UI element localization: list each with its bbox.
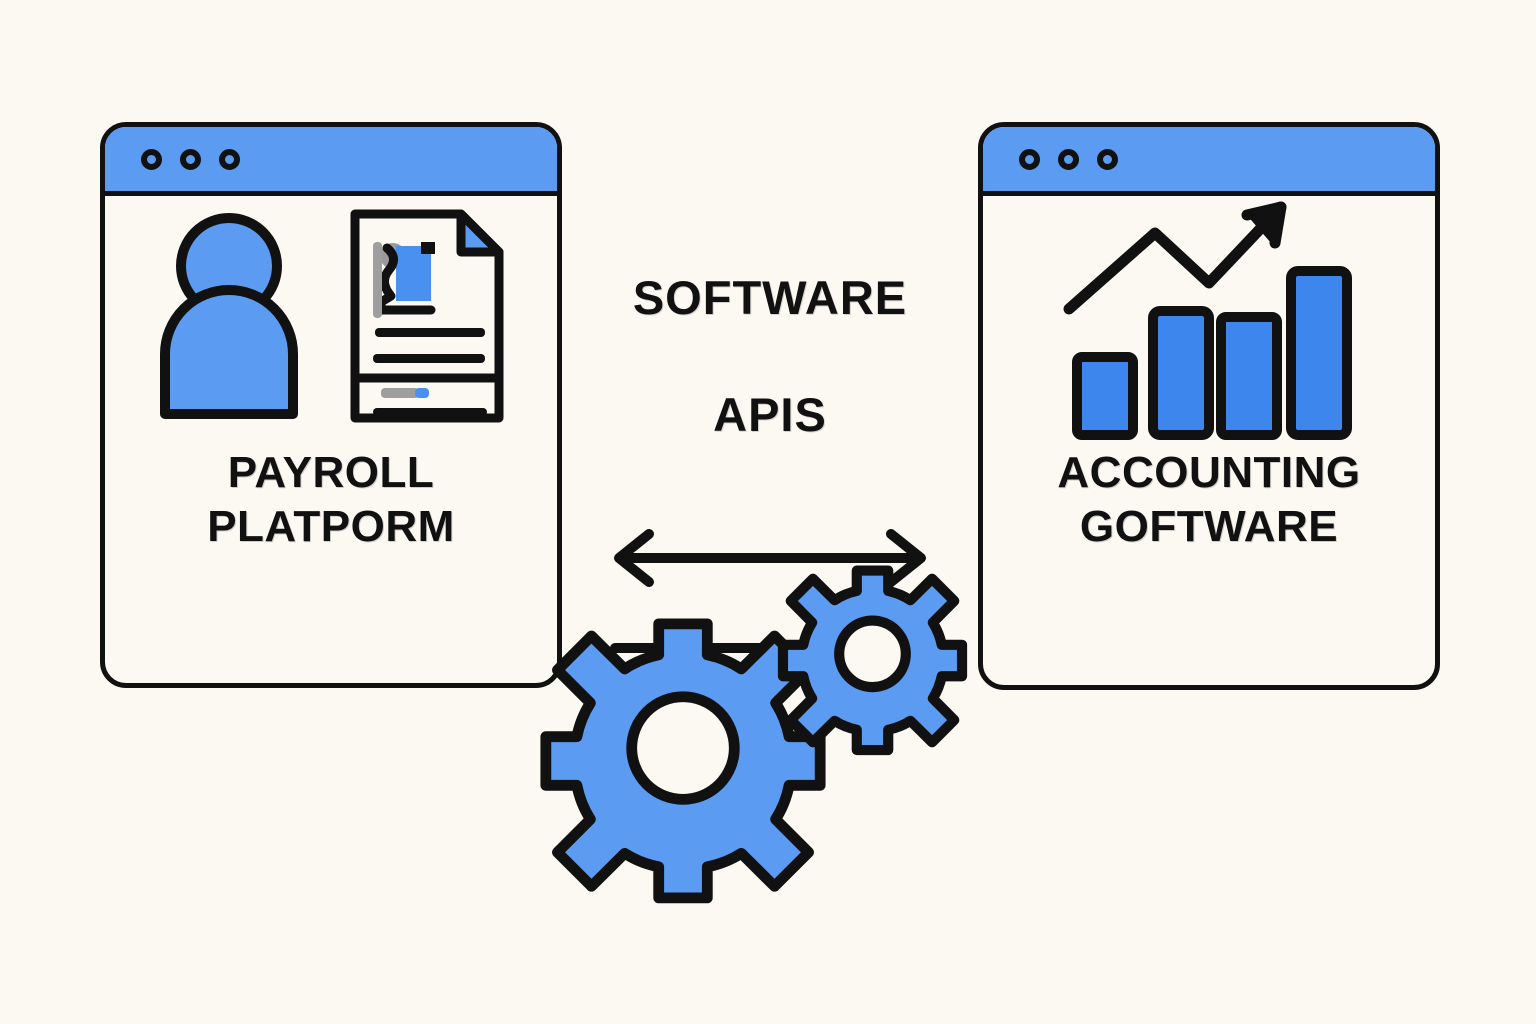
window-dot-2-icon[interactable] <box>180 148 201 170</box>
document-grey-bar <box>381 388 419 398</box>
accounting-window-body: ACCOUNTING GOFTWARE <box>983 196 1435 685</box>
document-text-line-1 <box>375 328 485 337</box>
payroll-platform-label: PAYROLL PLATPORM <box>195 446 467 553</box>
chart-bar-2 <box>1148 306 1214 440</box>
document-text-line-3 <box>373 408 487 416</box>
payroll-label-line-2: PLATPORM <box>207 501 455 551</box>
accounting-window-titlebar <box>983 127 1435 196</box>
window-dot-2-icon[interactable] <box>1058 148 1079 170</box>
payroll-window-titlebar <box>105 127 557 196</box>
accounting-software-window[interactable]: ACCOUNTING GOFTWARE <box>978 122 1440 690</box>
chart-bar-4 <box>1286 266 1352 440</box>
window-dot-3-icon[interactable] <box>1097 148 1118 170</box>
document-text-line-2 <box>373 354 485 363</box>
payroll-graphics <box>105 196 557 446</box>
gear-icon <box>777 565 968 756</box>
bar-chart-growth-icon <box>1063 201 1352 440</box>
document-payslip-icon <box>350 209 504 423</box>
window-dot-1-icon[interactable] <box>141 148 162 170</box>
payroll-illustration <box>160 209 504 423</box>
window-dot-3-icon[interactable] <box>219 148 240 170</box>
document-avatar-glyph <box>376 242 436 315</box>
document-blue-bar <box>415 388 429 398</box>
chart-bar-3 <box>1216 312 1282 440</box>
payroll-window-body: PAYROLL PLATPORM <box>105 196 557 683</box>
accounting-software-label: ACCOUNTING GOFTWARE <box>1045 446 1372 553</box>
software-apis-heading: SOFTWARE APIS <box>633 210 907 504</box>
software-apis-line-2: APIS <box>713 388 827 442</box>
gears-group <box>540 565 968 904</box>
chart-bars <box>1072 266 1352 440</box>
accounting-label-line-2: GOFTWARE <box>1079 501 1339 551</box>
software-apis-line-1: SOFTWARE <box>632 270 908 324</box>
document-sidebar-mark <box>373 242 382 318</box>
window-dot-1-icon[interactable] <box>1019 148 1040 170</box>
chart-bar-1 <box>1072 352 1138 440</box>
accounting-label-line-1: ACCOUNTING <box>1057 448 1361 497</box>
payroll-platform-window[interactable]: PAYROLL PLATPORM <box>100 122 562 688</box>
accounting-graphics <box>983 196 1435 446</box>
payroll-label-line-1: PAYROLL <box>227 448 435 497</box>
user-person-icon <box>160 213 298 419</box>
gear-icon <box>540 618 826 904</box>
double-headed-arrow-icon <box>614 528 926 587</box>
trend-arrow-up-icon <box>1063 201 1287 315</box>
